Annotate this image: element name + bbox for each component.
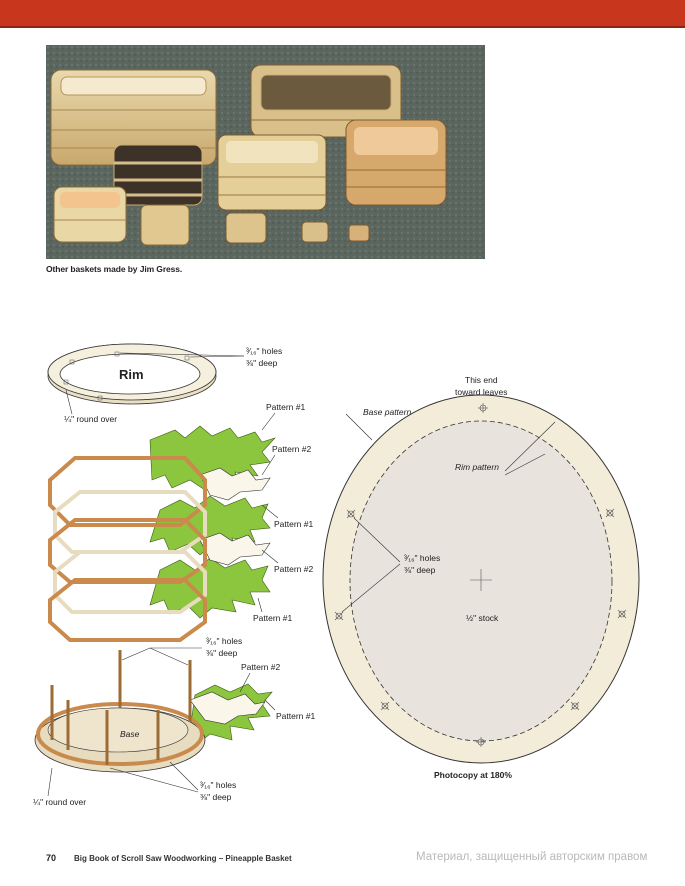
stack-label-4: Pattern #2 [274, 564, 313, 574]
rim-holes-label-1: ³⁄₁₆" holes [246, 346, 282, 356]
rim-roundover-label: ¼" round over [64, 414, 117, 424]
copyright-watermark: Материал, защищенный авторским правом [416, 851, 648, 863]
leaves-2 [149, 495, 271, 556]
photocopy-note: Photocopy at 180% [434, 770, 512, 780]
basket-dark [113, 144, 203, 206]
stack-label-2: Pattern #2 [272, 444, 311, 454]
base-label: Base [120, 729, 140, 739]
basket-large-left [50, 69, 217, 166]
base-holes-bottom-1: ³⁄₁₆" holes [200, 780, 236, 790]
page-number: 70 [46, 853, 57, 863]
pattern-holes-label-2: ⅜" deep [404, 565, 436, 575]
base-roundover-label: ¼" round over [33, 797, 86, 807]
leaves-3 [149, 557, 271, 619]
this-end-label-2: toward leaves [455, 387, 507, 397]
basket-small-3 [225, 212, 267, 244]
basket-mid [217, 134, 327, 211]
leaves-1 [149, 425, 276, 491]
assembly-diagram: Rim ³⁄₁₆" holes ⅜" deep ¼" round over Pa… [33, 343, 640, 807]
stack-label-1: Pattern #1 [266, 402, 305, 412]
header-bar [0, 0, 685, 28]
base-pattern1-label: Pattern #1 [276, 711, 315, 721]
rim-drawing [47, 343, 217, 405]
baskets-photo [46, 45, 485, 259]
book-title: Big Book of Scroll Saw Woodworking – Pin… [74, 854, 292, 863]
basket-large-right [250, 64, 402, 138]
base-holes-top-2: ⅜" deep [206, 648, 238, 658]
pattern-holes-label-1: ³⁄₁₆" holes [404, 553, 440, 563]
stack-label-3: Pattern #1 [274, 519, 313, 529]
baskets-photo-illustration [46, 45, 485, 259]
this-end-label-1: This end [465, 375, 498, 385]
basket-small-2 [140, 204, 190, 246]
base-holes-top-1: ³⁄₁₆" holes [206, 636, 242, 646]
basket-mid-right [345, 119, 447, 206]
stacked-layers [48, 425, 276, 642]
base-assembly [34, 650, 273, 773]
base-pattern2-label: Pattern #2 [241, 662, 280, 672]
basket-small-5 [348, 224, 370, 242]
base-pattern-label: Base pattern [363, 407, 411, 417]
rim-pattern-label: Rim pattern [455, 462, 499, 472]
basket-small-1 [53, 186, 127, 243]
stock-label: ½" stock [466, 613, 499, 623]
photo-caption: Other baskets made by Jim Gress. [46, 264, 183, 274]
base-holes-bottom-2: ⅜" deep [200, 792, 232, 802]
rim-holes-label-2: ⅜" deep [246, 358, 278, 368]
rim-title: Rim [119, 367, 144, 382]
oval-pattern [322, 394, 640, 764]
stack-label-5: Pattern #1 [253, 613, 292, 623]
basket-small-4 [301, 221, 329, 243]
